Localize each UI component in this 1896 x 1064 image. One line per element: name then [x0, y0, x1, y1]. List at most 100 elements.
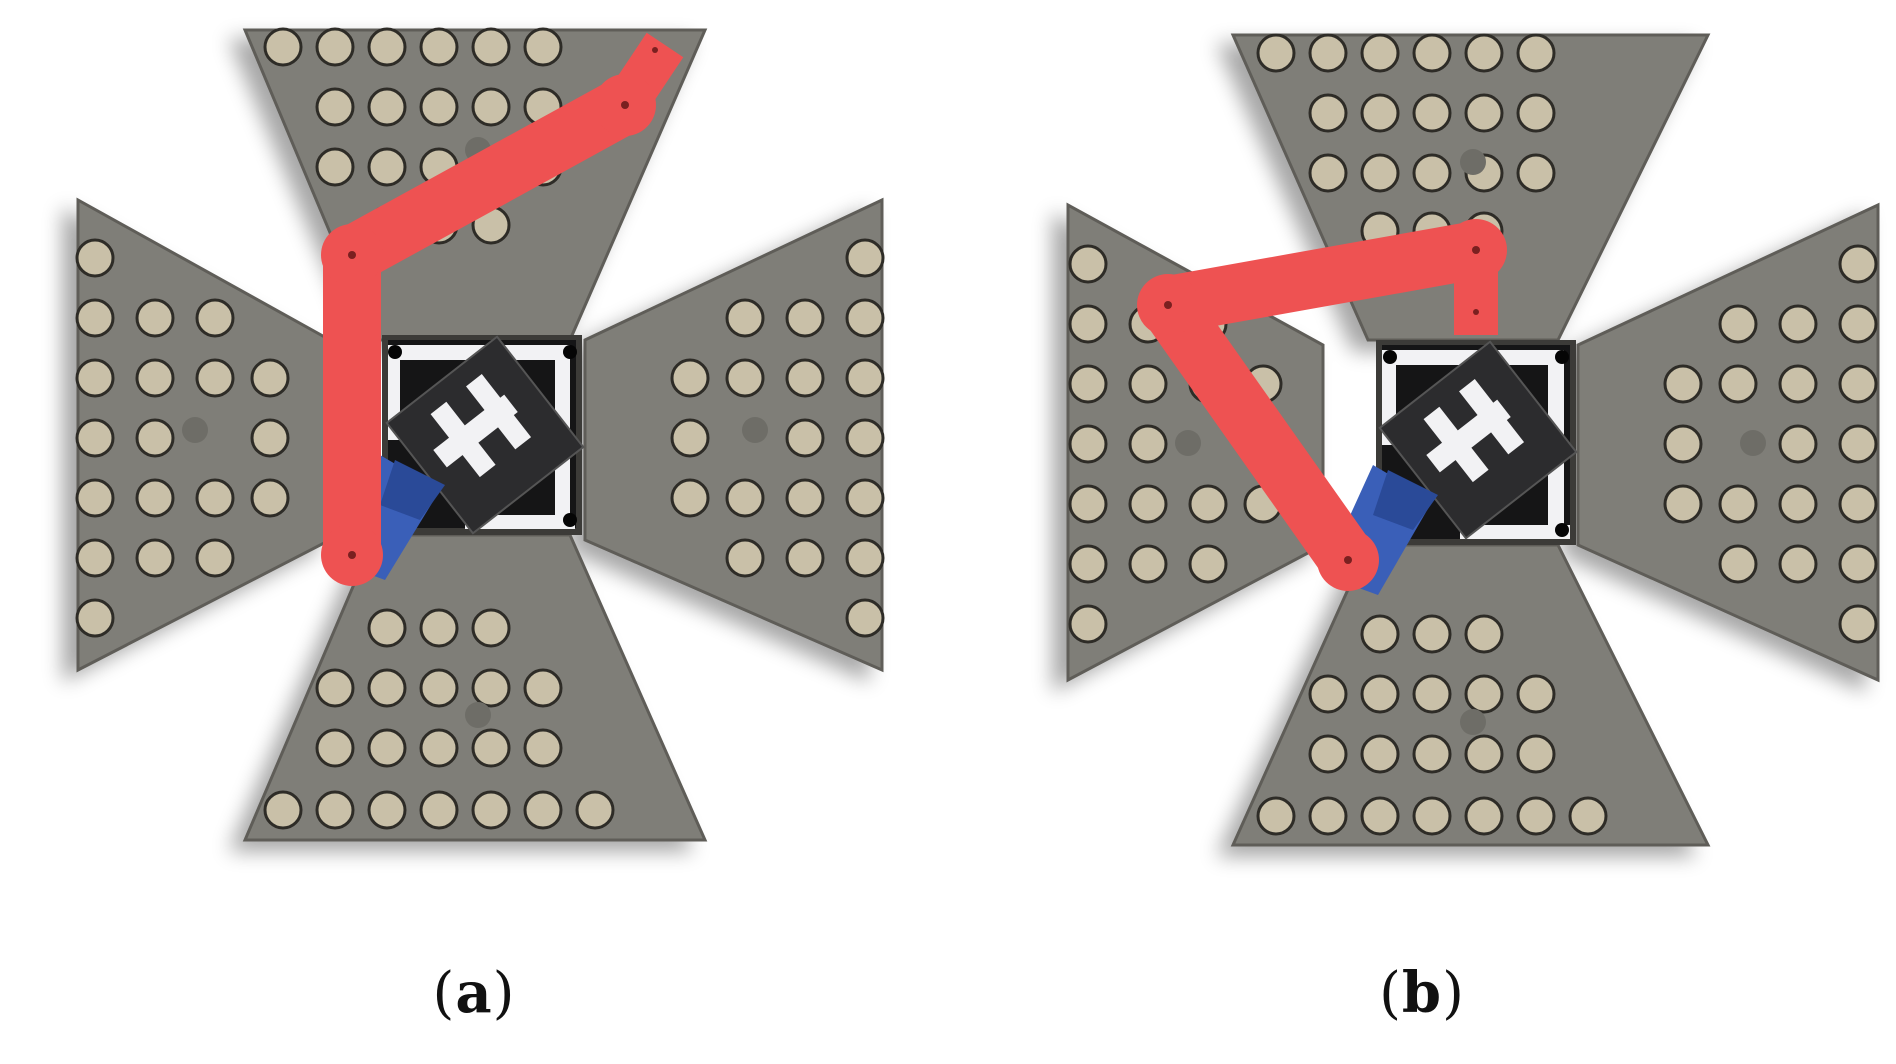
peg-hole	[419, 608, 459, 648]
peg-hole	[1360, 614, 1400, 654]
peg-hole	[1838, 424, 1878, 464]
peg-hole	[1718, 364, 1758, 404]
peg-hole	[725, 358, 765, 398]
peg-hole	[1778, 364, 1818, 404]
peg-hole	[135, 298, 175, 338]
peg-hole	[1516, 674, 1556, 714]
peg-hole	[1360, 33, 1400, 73]
peg-hole	[785, 358, 825, 398]
peg-hole	[1308, 796, 1348, 836]
peg-hole	[315, 87, 355, 127]
peg-hole	[1464, 33, 1504, 73]
peg-hole	[471, 790, 511, 830]
peg-hole	[1128, 484, 1168, 524]
peg-hole	[1663, 484, 1703, 524]
peg-hole	[725, 298, 765, 338]
peg-hole	[1068, 484, 1108, 524]
peg-hole	[670, 418, 710, 458]
peg-hole	[471, 27, 511, 67]
peg-hole	[1778, 544, 1818, 584]
peg-hole	[1663, 424, 1703, 464]
peg-hole	[367, 608, 407, 648]
caption-letter-a: a	[455, 960, 493, 1026]
peg-hole	[419, 668, 459, 708]
peg-hole	[315, 790, 355, 830]
caption-letter-b: b	[1401, 960, 1443, 1026]
peg-hole	[1663, 364, 1703, 404]
peg-hole	[263, 790, 303, 830]
peg-hole	[419, 27, 459, 67]
caption-open-paren: (	[1379, 961, 1402, 1026]
peg-hole	[1412, 674, 1452, 714]
peg-hole	[1128, 424, 1168, 464]
peg-hole	[1838, 304, 1878, 344]
panel-a: (a)	[0, 27, 948, 1026]
peg-hole	[250, 358, 290, 398]
peg-hole	[195, 358, 235, 398]
peg-hole	[1308, 153, 1348, 193]
peg-hole	[250, 478, 290, 518]
peg-hole	[845, 238, 885, 278]
peg-hole	[845, 358, 885, 398]
peg-hole	[471, 608, 511, 648]
peg-hole	[135, 538, 175, 578]
peg-hole	[1516, 153, 1556, 193]
peg-hole	[1068, 424, 1108, 464]
peg-hole	[367, 147, 407, 187]
plate-right	[1576, 202, 1880, 683]
peg-hole	[523, 790, 563, 830]
panel-b: (b)	[948, 0, 1896, 1064]
peg-hole	[1778, 424, 1818, 464]
peg-hole	[195, 298, 235, 338]
peg-hole	[1718, 304, 1758, 344]
peg-hole	[1412, 153, 1452, 193]
peg-hole	[1256, 796, 1296, 836]
peg-hole	[1516, 33, 1556, 73]
peg-hole	[1412, 796, 1452, 836]
peg-hole	[1128, 364, 1168, 404]
peg-hole	[785, 298, 825, 338]
peg-hole	[135, 478, 175, 518]
peg-hole	[419, 790, 459, 830]
peg-hole	[315, 668, 355, 708]
peg-hole	[1412, 93, 1452, 133]
peg-hole	[845, 298, 885, 338]
peg-hole	[1360, 796, 1400, 836]
peg-hole	[785, 538, 825, 578]
peg-holes-a	[75, 27, 885, 830]
peg-hole	[1838, 604, 1878, 644]
peg-hole	[1308, 674, 1348, 714]
peg-hole	[523, 668, 563, 708]
peg-hole	[845, 538, 885, 578]
peg-hole	[845, 478, 885, 518]
peg-hole	[135, 418, 175, 458]
peg-hole	[1464, 614, 1504, 654]
peg-hole	[1838, 484, 1878, 524]
peg-hole	[367, 87, 407, 127]
peg-hole	[367, 27, 407, 67]
caption-a: (a)	[0, 960, 948, 1026]
peg-hole	[367, 668, 407, 708]
peg-hole	[670, 478, 710, 518]
peg-hole	[1068, 604, 1108, 644]
peg-hole	[1412, 33, 1452, 73]
peg-hole	[725, 538, 765, 578]
peg-hole	[1068, 304, 1108, 344]
peg-hole	[1718, 484, 1758, 524]
peg-hole	[845, 598, 885, 638]
peg-hole	[75, 298, 115, 338]
peg-hole	[1360, 734, 1400, 774]
peg-hole	[1718, 544, 1758, 584]
robot-scene-b	[1066, 33, 1880, 847]
peg-hole	[1068, 364, 1108, 404]
peg-hole	[1360, 93, 1400, 133]
peg-hole	[1256, 33, 1296, 73]
peg-hole	[1308, 93, 1348, 133]
peg-hole	[263, 27, 303, 67]
peg-hole	[670, 358, 710, 398]
peg-hole	[1464, 93, 1504, 133]
peg-hole	[785, 418, 825, 458]
peg-hole	[1308, 33, 1348, 73]
peg-hole	[75, 358, 115, 398]
peg-hole	[1516, 734, 1556, 774]
